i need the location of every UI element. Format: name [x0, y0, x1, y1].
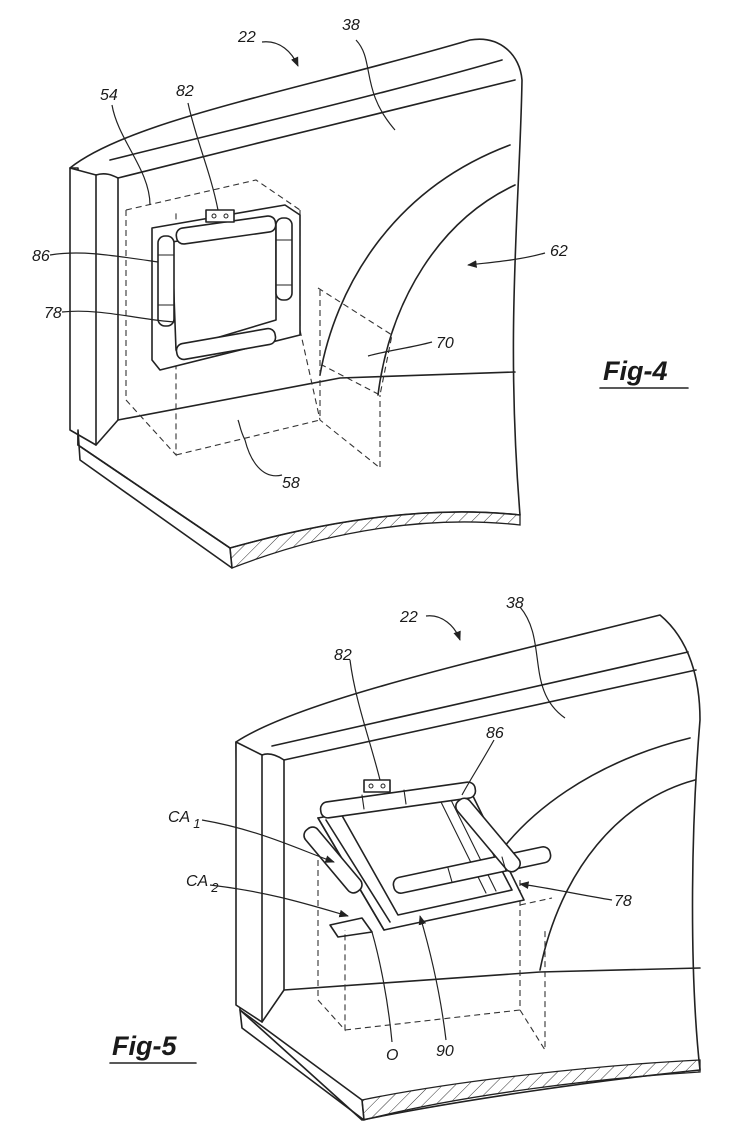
fig4-refs: 22 38 54 82 86 78 62 70 58: [32, 17, 568, 492]
ref-86: 86: [32, 248, 50, 265]
ref-82: 82: [334, 647, 352, 664]
ref-38: 38: [342, 17, 360, 34]
ref-62: 62: [550, 243, 568, 260]
open-door-78-90: [303, 779, 552, 938]
ref-58: 58: [282, 475, 300, 492]
pocket-fig5: [317, 830, 553, 1052]
pocket-54-58: [125, 179, 393, 470]
ref-22: 22: [399, 609, 418, 626]
figure-4: 22 38 54 82 86 78 62 70 58 Fig-4: [32, 17, 689, 569]
access-door-78: [151, 204, 301, 371]
ref-54: 54: [100, 87, 118, 104]
fig5-label: Fig-5: [109, 1031, 197, 1064]
ref-70: 70: [436, 335, 454, 352]
ref-82: 82: [176, 83, 194, 100]
fig4-leaders: [49, 39, 546, 477]
ref-78: 78: [44, 305, 62, 322]
ref-22: 22: [237, 29, 256, 46]
figure-label-4: Fig-4: [603, 356, 668, 386]
figure-label-5: Fig-5: [112, 1031, 177, 1061]
ref-90: 90: [436, 1043, 454, 1060]
ref-O: O: [386, 1047, 398, 1064]
ref-38: 38: [506, 595, 524, 612]
ref-78: 78: [614, 893, 632, 910]
fig5-leaders: [201, 606, 613, 1043]
ref-86: 86: [486, 725, 504, 742]
fig4-label: Fig-4: [599, 356, 689, 389]
